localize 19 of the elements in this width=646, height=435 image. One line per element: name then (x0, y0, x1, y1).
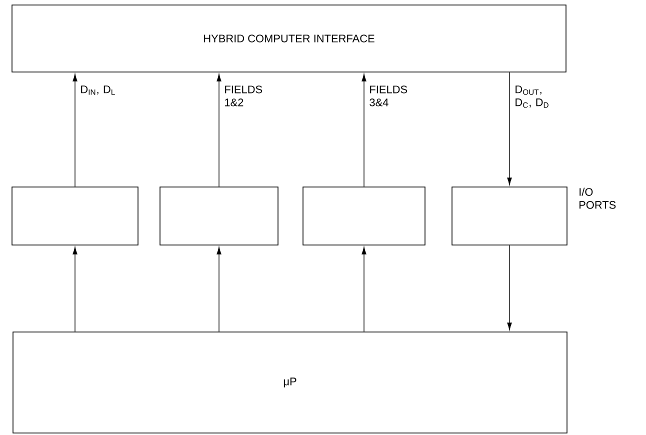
empty-box (160, 186, 278, 246)
empty-box (302, 186, 426, 246)
arrow (507, 245, 512, 330)
edge-label: D$_{OUT}$, D$_{C}$, D$_{D}$ (516, 86, 548, 108)
interface-box: HYBRID COMPUTER INTERFACE (12, 4, 566, 72)
processor-box: μP (12, 332, 568, 434)
empty-box (452, 186, 568, 246)
edge-label: FIELDS 3&4 (370, 86, 408, 106)
arrow (216, 246, 222, 332)
arrow (72, 246, 78, 332)
empty-box (12, 186, 138, 246)
arrow (507, 72, 512, 186)
arrow (216, 74, 222, 187)
arrow (362, 74, 366, 187)
arrow (362, 246, 366, 332)
beside-label: I/O PORTS (580, 188, 616, 209)
arrow (72, 74, 78, 187)
edge-label: D$_{IN}$, D$_{L}$ (81, 86, 115, 95)
edge-label: FIELDS 1&2 (225, 86, 262, 106)
